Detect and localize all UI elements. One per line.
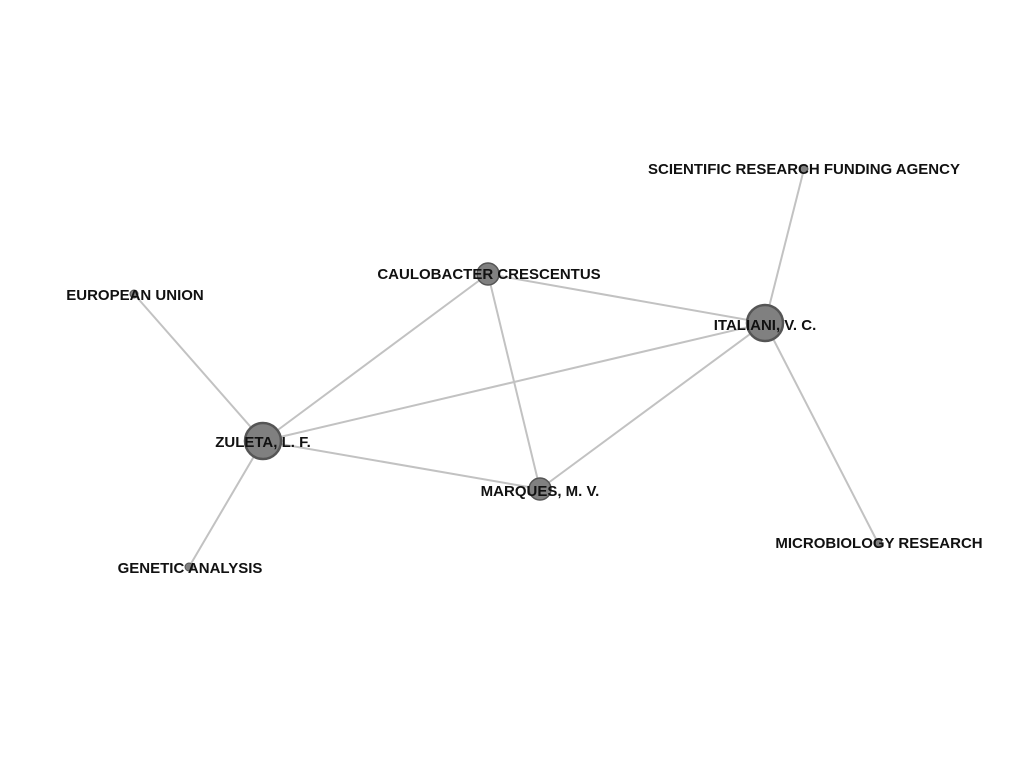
node-european-union[interactable] bbox=[129, 289, 139, 299]
edge-marques-italiani bbox=[539, 322, 766, 490]
node-label-genetic-analysis: GENETIC ANALYSIS bbox=[118, 560, 263, 577]
edge-zuleta-genetic_analysis bbox=[188, 440, 264, 568]
node-label-marques: MARQUES, M. V. bbox=[481, 483, 600, 500]
node-label-caulobacter: CAULOBACTER CRESCENTUS bbox=[377, 266, 600, 283]
node-layer bbox=[129, 164, 883, 572]
edge-caulobacter-italiani bbox=[487, 273, 766, 324]
edge-italiani-microbiology_research bbox=[764, 322, 879, 544]
edge-caulobacter-marques bbox=[487, 273, 541, 490]
node-caulobacter[interactable] bbox=[476, 262, 500, 286]
node-label-italiani: ITALIANI, V. C. bbox=[714, 317, 817, 334]
node-microbiology-research[interactable] bbox=[873, 538, 883, 548]
node-label-scientific-research: SCIENTIFIC RESEARCH FUNDING AGENCY bbox=[648, 161, 960, 178]
node-marques[interactable] bbox=[528, 477, 552, 501]
node-zuleta[interactable] bbox=[243, 421, 283, 461]
node-genetic-analysis[interactable] bbox=[184, 562, 194, 572]
label-layer: ZULETA, L. F. ITALIANI, V. C. CAULOBACTER … bbox=[66, 161, 982, 577]
edge-layer bbox=[133, 168, 879, 568]
edge-italiani-scientific_research bbox=[764, 168, 805, 324]
edge-zuleta-marques bbox=[262, 440, 541, 490]
node-label-zuleta: ZULETA, L. F. bbox=[215, 434, 311, 451]
node-scientific-research[interactable] bbox=[799, 164, 809, 174]
node-label-microbiology-research: MICROBIOLOGY RESEARCH bbox=[775, 535, 982, 552]
edge-zuleta-caulobacter bbox=[262, 273, 489, 442]
node-italiani[interactable] bbox=[745, 303, 785, 343]
node-label-european-union: EUROPEAN UNION bbox=[66, 287, 204, 304]
edge-zuleta-european_union bbox=[133, 293, 264, 442]
